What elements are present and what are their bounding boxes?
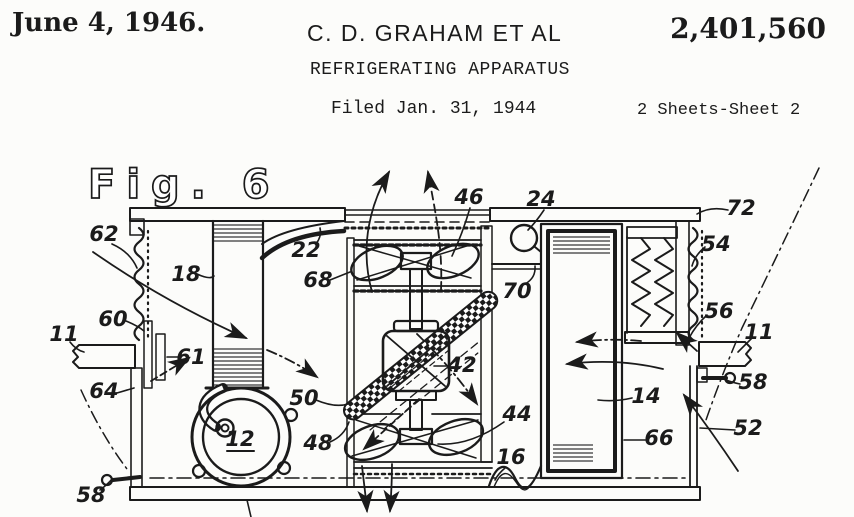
left-wall-mount bbox=[72, 320, 166, 487]
reference-numerals: 62 18 22 68 46 24 72 54 70 56 11 11 60 6… bbox=[49, 185, 773, 507]
ref-numeral-72: 72 bbox=[726, 196, 755, 220]
ref-numeral-58-right: 58 bbox=[738, 370, 767, 394]
compressor-12 bbox=[190, 383, 299, 488]
ref-numeral-68: 68 bbox=[303, 268, 332, 292]
ref-numeral-16: 16 bbox=[496, 445, 525, 469]
right-hook-fastener bbox=[701, 371, 737, 385]
ref-numeral-46: 46 bbox=[453, 185, 483, 209]
duct-elbow-22 bbox=[259, 228, 347, 261]
bottom-fan-44 bbox=[343, 417, 485, 462]
spring-coil bbox=[654, 237, 674, 327]
thermostat-bulb-24 bbox=[491, 223, 542, 270]
ref-numeral-12: 12 bbox=[225, 427, 254, 451]
ref-numeral-11-left: 11 bbox=[49, 322, 78, 346]
ref-numeral-52: 52 bbox=[733, 416, 762, 440]
ref-numeral-54: 54 bbox=[701, 232, 730, 256]
ref-numeral-58-left: 58 bbox=[76, 483, 105, 507]
ref-numeral-18: 18 bbox=[171, 262, 200, 286]
ref-numeral-11-right: 11 bbox=[744, 320, 773, 344]
ref-numeral-48: 48 bbox=[302, 431, 332, 455]
figure-label: Fig. 6 bbox=[88, 162, 281, 208]
filing-date-line: Filed Jan. 31, 1944 bbox=[331, 99, 537, 119]
ref-numeral-22: 22 bbox=[291, 238, 320, 262]
ref-numeral-24: 24 bbox=[526, 187, 555, 211]
ref-numeral-56: 56 bbox=[704, 299, 733, 323]
spring-compartment bbox=[624, 226, 690, 344]
ref-numeral-64: 64 bbox=[89, 379, 118, 403]
ref-numeral-70: 70 bbox=[502, 279, 531, 303]
inventor-names: C. D. GRAHAM ET AL bbox=[307, 20, 563, 46]
crossflow-blower-50 bbox=[342, 290, 499, 431]
leader-lines bbox=[69, 207, 753, 517]
ref-numeral-14: 14 bbox=[631, 384, 660, 408]
patent-date: June 4, 1946. bbox=[12, 8, 206, 38]
invention-title: REFRIGERATING APPARATUS bbox=[310, 60, 570, 80]
ref-numeral-66: 66 bbox=[644, 426, 673, 450]
ref-numeral-60: 60 bbox=[98, 307, 127, 331]
right-corrugated-grille bbox=[687, 226, 704, 342]
partition-panel-18 bbox=[204, 219, 347, 390]
ref-numeral-44: 44 bbox=[501, 402, 531, 426]
drain-pipes-16 bbox=[487, 464, 543, 491]
cooling-unit-14 bbox=[539, 222, 624, 480]
ref-numeral-62: 62 bbox=[89, 222, 118, 246]
ref-numeral-61: 61 bbox=[176, 345, 205, 369]
ref-numeral-42: 42 bbox=[446, 353, 476, 377]
airflow-arrows bbox=[80, 167, 820, 514]
left-corrugated-grille bbox=[133, 226, 150, 342]
sheet-count-line: 2 Sheets-Sheet 2 bbox=[637, 101, 801, 120]
ref-numeral-50: 50 bbox=[289, 386, 318, 410]
patent-number: 2,401,560 bbox=[670, 12, 826, 45]
fan-motor-42 bbox=[381, 319, 451, 401]
spring-coil bbox=[631, 237, 651, 327]
